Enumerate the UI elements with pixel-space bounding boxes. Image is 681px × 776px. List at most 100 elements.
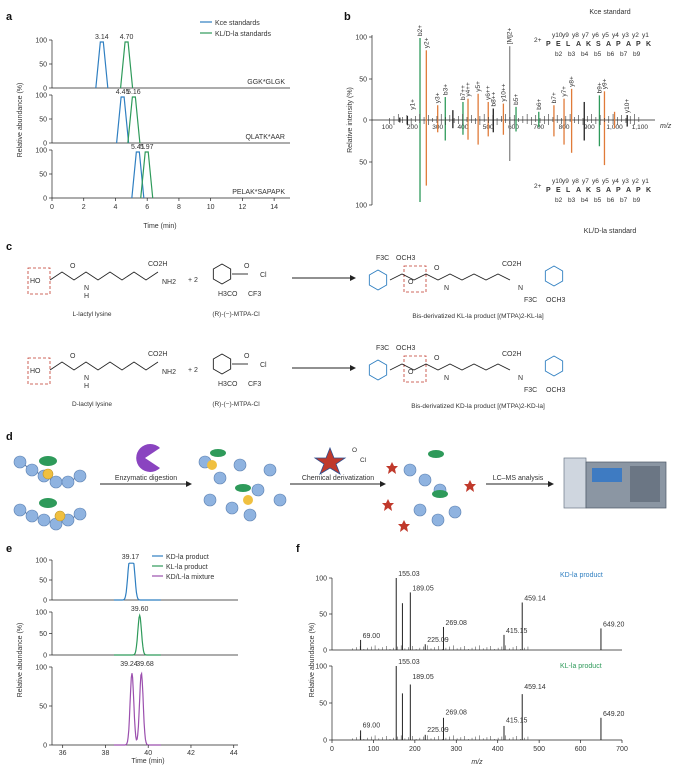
- c-product-highlight: [403, 265, 427, 293]
- d-lactyl-tag: [235, 484, 251, 492]
- panel-a-label: a: [6, 11, 13, 23]
- d-lactyl-tag: [432, 490, 448, 498]
- f-peak-label: 155.03: [398, 571, 420, 578]
- d-residue-bead: [73, 507, 87, 521]
- a-xtick-label: 0: [50, 204, 54, 211]
- b-ion-label: [M]2+: [507, 28, 514, 45]
- b-seq-residue: E: [556, 41, 561, 48]
- c-nh2: NH2: [162, 369, 176, 376]
- b-ion-label: y2+: [423, 37, 430, 48]
- a-xtick-label: 2: [82, 204, 86, 211]
- c-product-o2: O: [434, 355, 440, 362]
- c-cf3: CF3: [248, 381, 261, 388]
- a-peak-label: 4.45: [116, 89, 130, 96]
- e-peak: [114, 613, 161, 656]
- b-ytick-label: 50: [359, 77, 367, 84]
- c-o-reagent: O: [244, 353, 250, 360]
- a-xtick-label: 10: [207, 204, 215, 211]
- b-seq-residue: S: [596, 41, 601, 48]
- e-xtick-label: 38: [102, 750, 110, 757]
- c-och3: OCH3: [396, 255, 416, 262]
- d-residue-bead: [13, 455, 27, 469]
- e-ytick-label: 0: [43, 743, 47, 750]
- a-peptide-name: GGK*GLGK: [247, 79, 285, 86]
- f-peak-label: 649.20: [603, 711, 625, 718]
- f-peak-label: 415.15: [506, 717, 528, 724]
- panel-e-chart: Relative abundance (%) Time (min) KD-la …: [17, 554, 238, 765]
- b-seq-residue: E: [556, 187, 561, 194]
- a-peak-label: 3.14: [95, 34, 109, 41]
- panel-b-ylabel: Relative intensity (%): [347, 87, 354, 153]
- c-co2h: CO2H: [148, 351, 167, 358]
- b-ion-label: y7+: [561, 86, 568, 97]
- c-o: O: [70, 353, 76, 360]
- b-ion-label: b2+: [417, 25, 424, 36]
- c-ho: HO: [30, 278, 41, 285]
- f-peak-label: 269.08: [445, 620, 467, 627]
- d-reagent-cl: Cl: [360, 457, 367, 464]
- a-peak: [95, 41, 109, 89]
- c-f3c: F3C: [376, 255, 389, 262]
- e-ytick-label: 50: [39, 704, 47, 711]
- b-seq-b: b7: [620, 197, 628, 204]
- f-peak-label: 189.05: [412, 585, 434, 592]
- panel-c-label: c: [6, 241, 12, 253]
- b-seq-y: y1: [642, 178, 649, 185]
- b-seq-y: y7: [582, 178, 589, 185]
- c-product-och3-2: OCH3: [546, 297, 566, 304]
- d-peptide-bead: [233, 458, 247, 472]
- c-benzene: [212, 353, 232, 375]
- b-ion-label: b7++: [460, 85, 467, 100]
- c-arrowhead: [350, 365, 356, 371]
- c-chain: [49, 361, 159, 371]
- c-product-chain: [389, 273, 511, 281]
- a-peptide-name: PELAK*SAPAPK: [232, 189, 285, 196]
- b-seq-b: b4: [581, 51, 589, 58]
- d-lactyl-tag: [39, 456, 57, 466]
- d-residue-bead: [49, 475, 63, 489]
- panel-b-title-top: Kce standard: [589, 9, 630, 16]
- c-nh: N: [84, 375, 89, 382]
- f-peak-label: 649.20: [603, 621, 625, 628]
- b-charge: 2+: [534, 37, 542, 44]
- d-ms-panel: [592, 468, 622, 482]
- d-arrowhead-2: [380, 481, 386, 487]
- panel-f-top-title: KD-la product: [560, 572, 603, 579]
- d-tag-star: [464, 480, 476, 492]
- e-xtick-label: 40: [144, 750, 152, 757]
- c-reactant-name: L-lactyl lysine: [72, 311, 111, 318]
- e-peak-label: 39.24: [120, 661, 138, 668]
- c-product-benzene-left: [368, 269, 388, 291]
- c-product-benzene-left: [368, 359, 388, 381]
- c-plus: + 2: [188, 367, 198, 374]
- c-product-highlight: [403, 355, 427, 383]
- b-seq-b: b7: [620, 51, 628, 58]
- d-lysine-bead: [54, 510, 66, 522]
- d-peptide-bead: [251, 483, 265, 497]
- b-seq-residue: P: [636, 187, 641, 194]
- e-legend-label: KD-la product: [166, 554, 209, 561]
- a-xtick-label: 4: [114, 204, 118, 211]
- f-peak-label: 415.15: [506, 628, 528, 635]
- b-seq-residue: K: [646, 187, 651, 194]
- b-seq-y: y8: [572, 32, 579, 39]
- a-peak: [116, 96, 130, 144]
- b-seq-b: b2: [555, 197, 563, 204]
- c-highlight-box: [27, 357, 51, 385]
- c-nh: N: [84, 285, 89, 292]
- c-h3co: H3CO: [218, 291, 238, 298]
- b-seq-y: y3: [622, 178, 629, 185]
- c-product-n2: N: [518, 375, 523, 382]
- c-product-o: O: [408, 279, 414, 286]
- e-peak-label: 39.60: [131, 606, 149, 613]
- panel-f-ylabel: Relative abundance (%): [309, 623, 316, 698]
- b-seq-y: y1: [642, 32, 649, 39]
- b-xtick-label: 900: [584, 124, 595, 131]
- f-peak-label: 155.03: [398, 659, 420, 666]
- c-arrowhead: [350, 275, 356, 281]
- b-xtick-label: 100: [382, 124, 393, 131]
- c-product-n2: N: [518, 285, 523, 292]
- c-benzene: [212, 263, 232, 285]
- c-product-o: O: [408, 369, 414, 376]
- b-seq-b: b9: [633, 197, 641, 204]
